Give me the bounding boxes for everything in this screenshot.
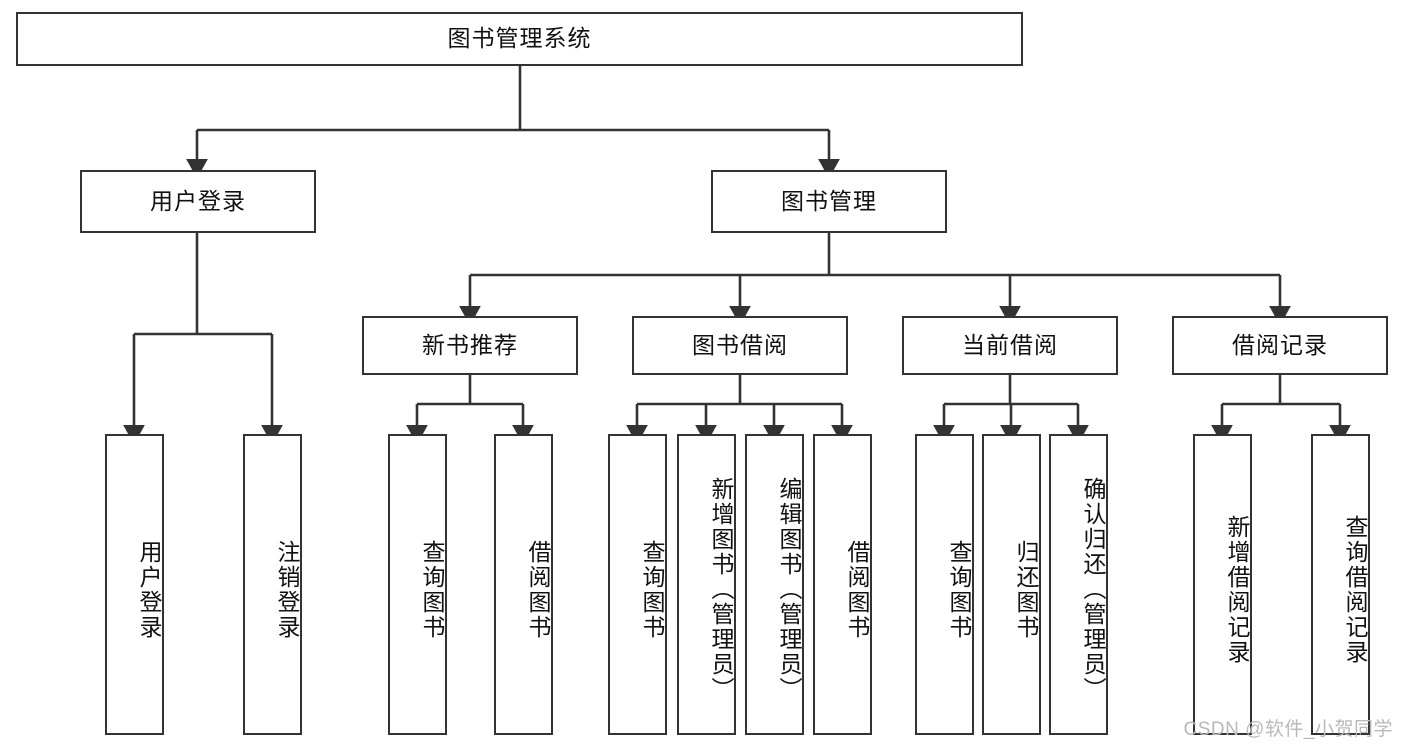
node-leaf-user-login[interactable]: 用户登录 bbox=[105, 434, 164, 735]
node-borrow-record[interactable]: 借阅记录 bbox=[1172, 316, 1388, 375]
node-leaf-query-book-1[interactable]: 查询图书 bbox=[388, 434, 447, 735]
node-leaf-add-record[interactable]: 新增借阅记录 bbox=[1193, 434, 1252, 735]
node-leaf-edit-book[interactable]: 编辑图书（管理员） bbox=[745, 434, 804, 735]
node-new-book-rec[interactable]: 新书推荐 bbox=[362, 316, 578, 375]
node-book-borrow[interactable]: 图书借阅 bbox=[632, 316, 848, 375]
node-leaf-confirm-return[interactable]: 确认归还（管理员） bbox=[1049, 434, 1108, 735]
node-book-manage[interactable]: 图书管理 bbox=[711, 170, 947, 233]
node-leaf-query-book-3[interactable]: 查询图书 bbox=[915, 434, 974, 735]
node-leaf-borrow-book-2[interactable]: 借阅图书 bbox=[813, 434, 872, 735]
node-user-login[interactable]: 用户登录 bbox=[80, 170, 316, 233]
node-leaf-return-book[interactable]: 归还图书 bbox=[982, 434, 1041, 735]
node-leaf-borrow-book-1[interactable]: 借阅图书 bbox=[494, 434, 553, 735]
node-leaf-query-book-2[interactable]: 查询图书 bbox=[608, 434, 667, 735]
node-leaf-logout[interactable]: 注销登录 bbox=[243, 434, 302, 735]
node-leaf-query-record[interactable]: 查询借阅记录 bbox=[1311, 434, 1370, 735]
node-root[interactable]: 图书管理系统 bbox=[16, 12, 1023, 66]
node-leaf-add-book[interactable]: 新增图书（管理员） bbox=[677, 434, 736, 735]
node-current-borrow[interactable]: 当前借阅 bbox=[902, 316, 1118, 375]
